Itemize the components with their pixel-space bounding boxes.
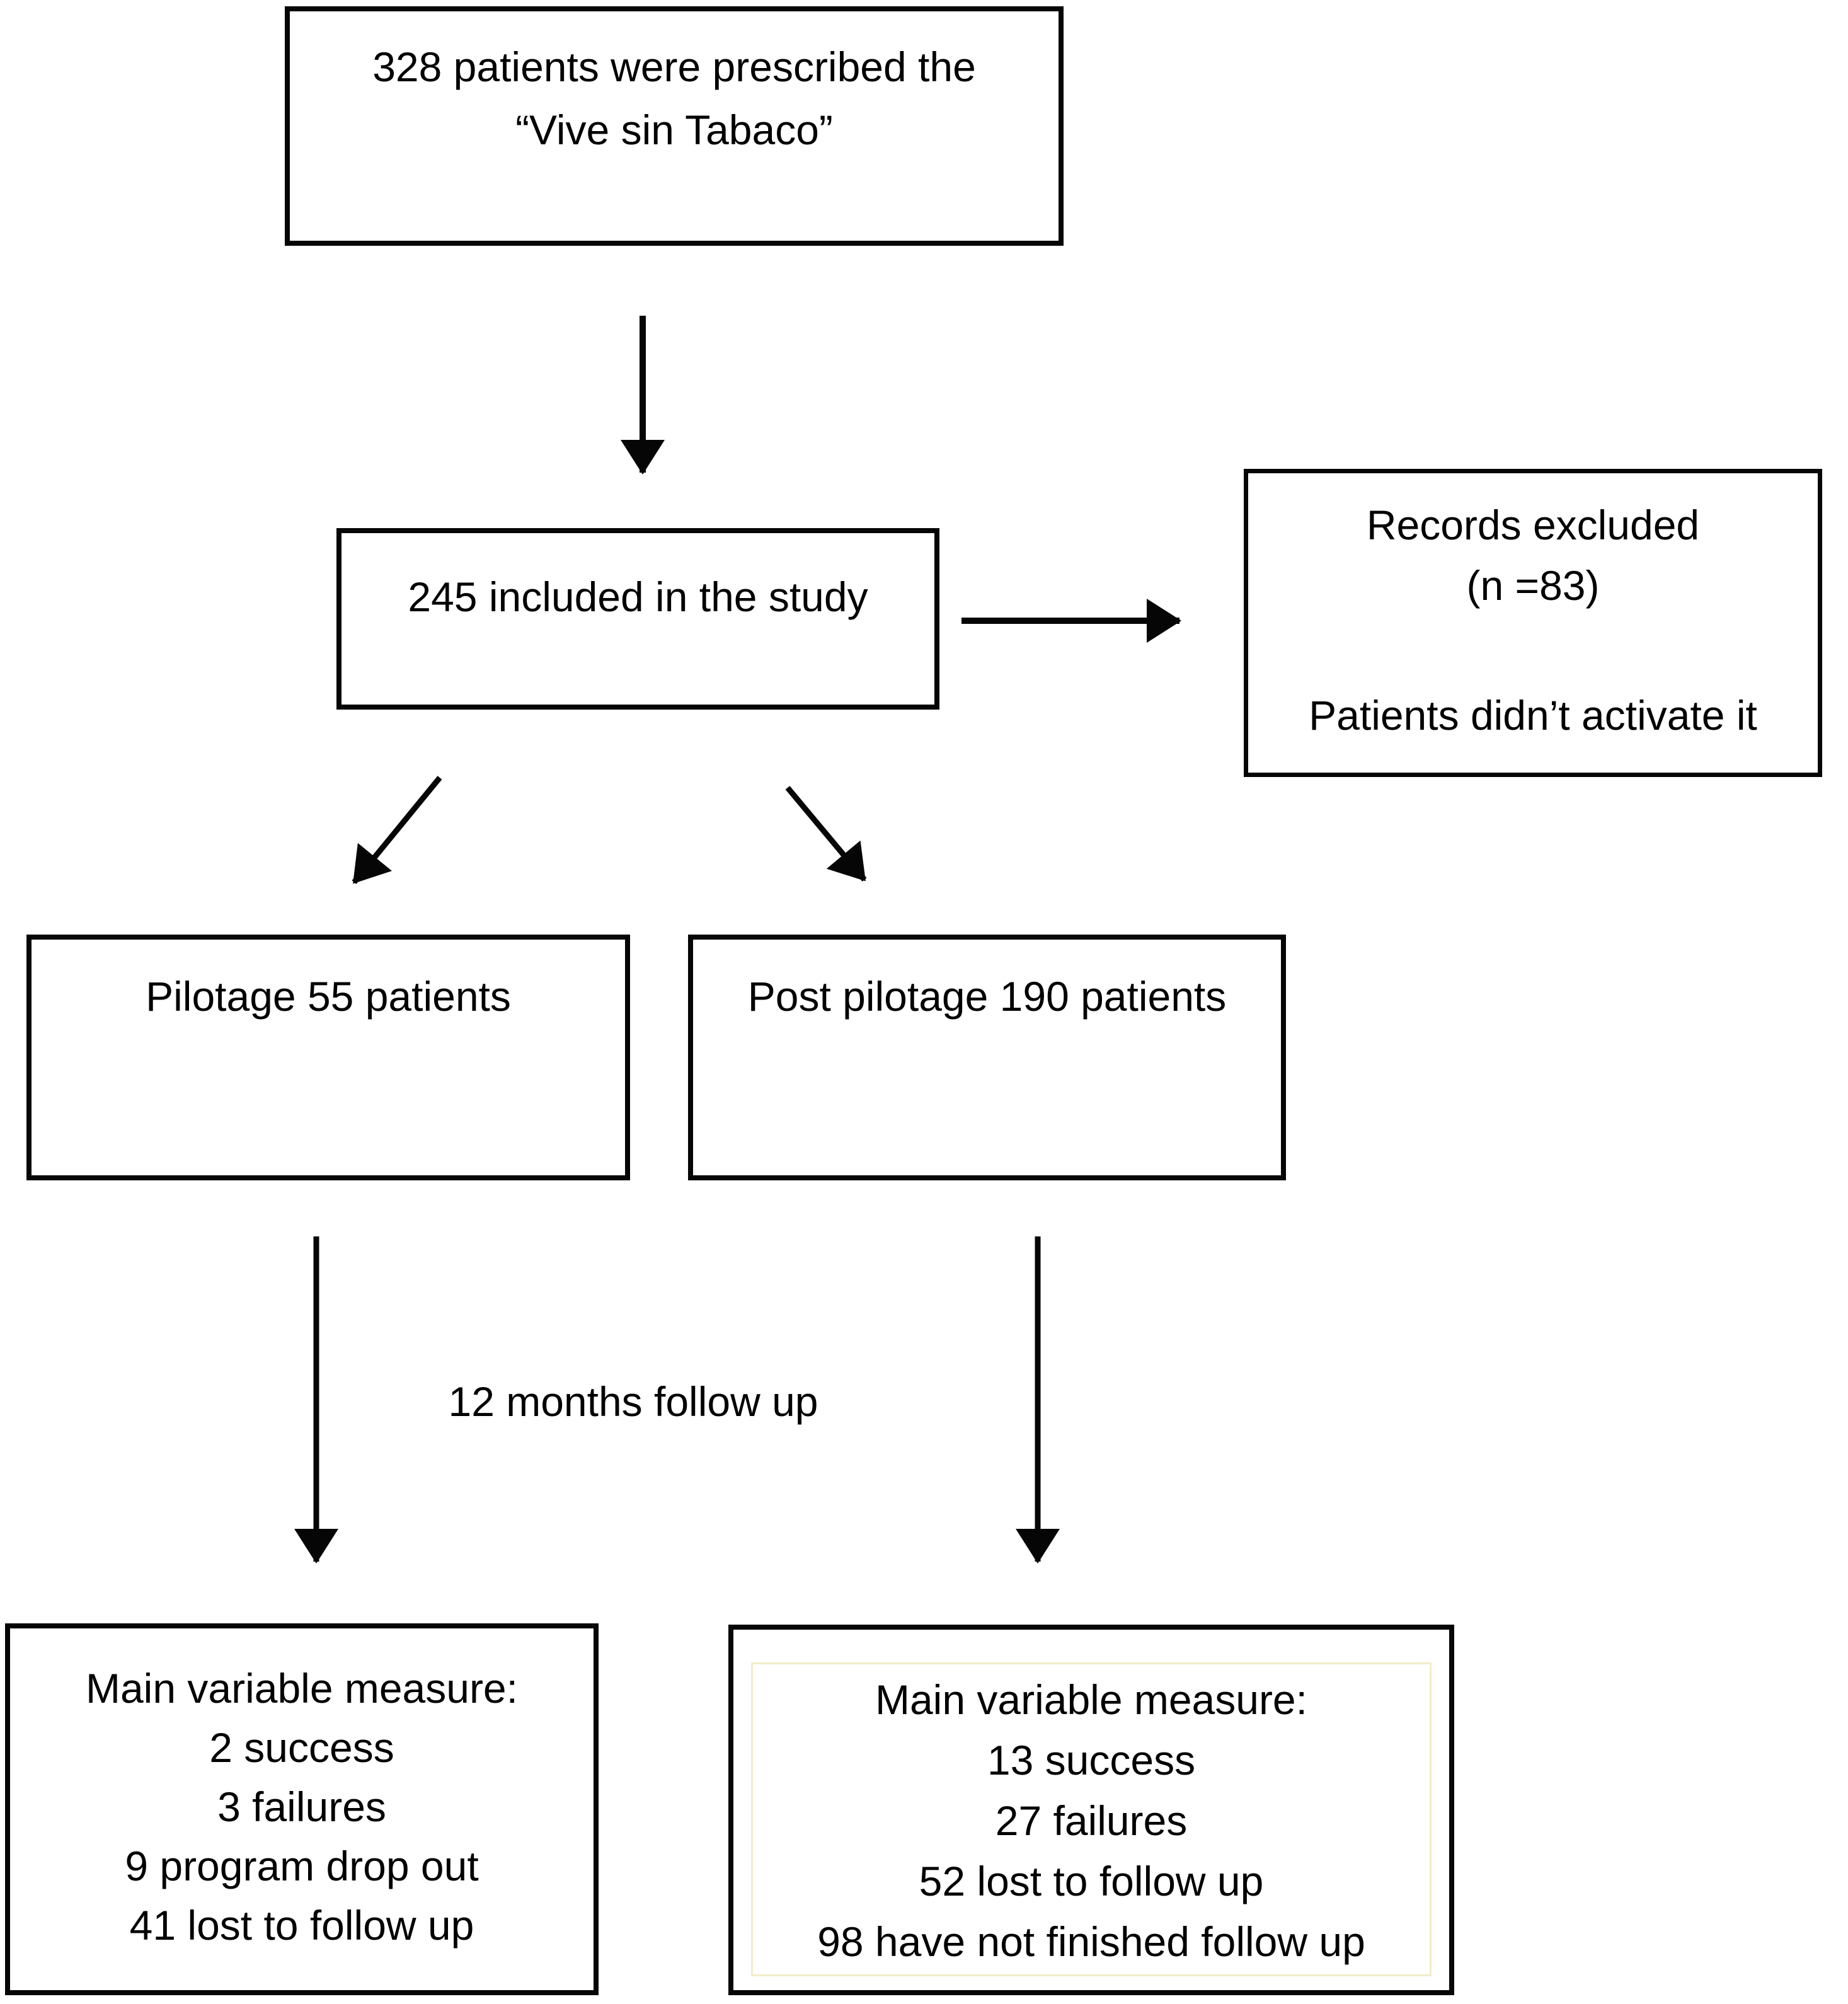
outcome-post-line: 98 have not finished follow up	[817, 1918, 1365, 1965]
outcome-pilotage-line: 41 lost to follow up	[129, 1902, 474, 1949]
outcome-post-title: Main variable measure:	[875, 1676, 1307, 1723]
box-prescribed-line1: 328 patients were prescribed the	[372, 43, 976, 90]
box-outcome-pilotage: Main variable measure: 2 success 3 failu…	[5, 1623, 599, 1995]
outcome-pilotage-line: 3 failures	[217, 1783, 386, 1830]
outcome-pilotage-line: 2 success	[209, 1724, 394, 1771]
box-pilotage: Pilotage 55 patients	[26, 935, 630, 1180]
box-excluded-line3: Patients didn’t activate it	[1309, 692, 1757, 739]
box-post-pilotage-text: Post pilotage 190 patients	[747, 973, 1227, 1020]
outcome-pilotage-line: 9 program drop out	[125, 1843, 479, 1889]
box-included: 245 included in the study	[336, 528, 939, 710]
outcome-pilotage-title: Main variable measure:	[86, 1665, 518, 1712]
box-pilotage-text: Pilotage 55 patients	[146, 973, 511, 1020]
box-prescribed-line2: “Vive sin Tabaco”	[515, 107, 833, 153]
outcome-post-line: 52 lost to follow up	[919, 1858, 1264, 1904]
outcome-post-line: 27 failures	[995, 1797, 1188, 1844]
arrow-diagonal-to-post-pilotage	[785, 786, 867, 882]
box-excluded-line1: Records excluded	[1366, 502, 1700, 548]
outcome-post-line: 13 success	[987, 1737, 1196, 1783]
box-prescribed: 328 patients were prescribed the “Vive s…	[285, 6, 1064, 246]
outcome-post-inner-frame: Main variable measure: 13 success 27 fai…	[751, 1662, 1432, 1976]
box-included-text: 245 included in the study	[408, 573, 868, 620]
box-excluded-line2: (n =83)	[1466, 562, 1600, 609]
followup-duration-label: 12 months follow up	[448, 1378, 818, 1425]
box-post-pilotage: Post pilotage 190 patients	[688, 935, 1286, 1180]
arrow-diagonal-to-pilotage	[352, 776, 442, 884]
box-outcome-post-pilotage: Main variable measure: 13 success 27 fai…	[728, 1625, 1454, 1995]
box-records-excluded: Records excluded (n =83) Patients didn’t…	[1244, 469, 1822, 777]
